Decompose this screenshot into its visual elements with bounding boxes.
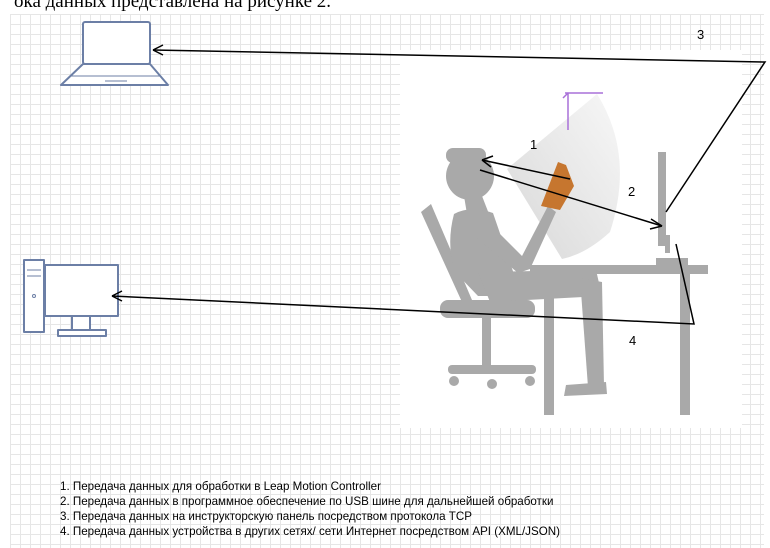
step-label-4: 4 <box>629 333 636 348</box>
laptop-icon <box>60 21 169 86</box>
arrow-3 <box>152 44 767 213</box>
step-label-3: 3 <box>697 27 704 42</box>
step-label-2: 2 <box>628 184 635 199</box>
legend-item-4: 4. Передача данных устройства в других с… <box>60 525 560 538</box>
legend-item-3: 3. Передача данных на инструкторскую пан… <box>60 510 472 523</box>
legend-item-1: 1. Передача данных для обработки в Leap … <box>60 480 381 493</box>
step-label-1: 1 <box>530 137 537 152</box>
arrow-4 <box>111 243 695 325</box>
desktop-computer-icon <box>23 259 119 337</box>
arrow-1 <box>481 155 571 180</box>
heading-text: ока данных представлена на рисунке 2. <box>14 0 332 12</box>
legend-item-2: 2. Передача данных в программное обеспеч… <box>60 495 554 508</box>
arrow-2 <box>479 169 663 230</box>
person-at-desk-illustration <box>421 92 708 415</box>
legend-list: 1. Передача данных для обработки в Leap … <box>60 479 560 539</box>
